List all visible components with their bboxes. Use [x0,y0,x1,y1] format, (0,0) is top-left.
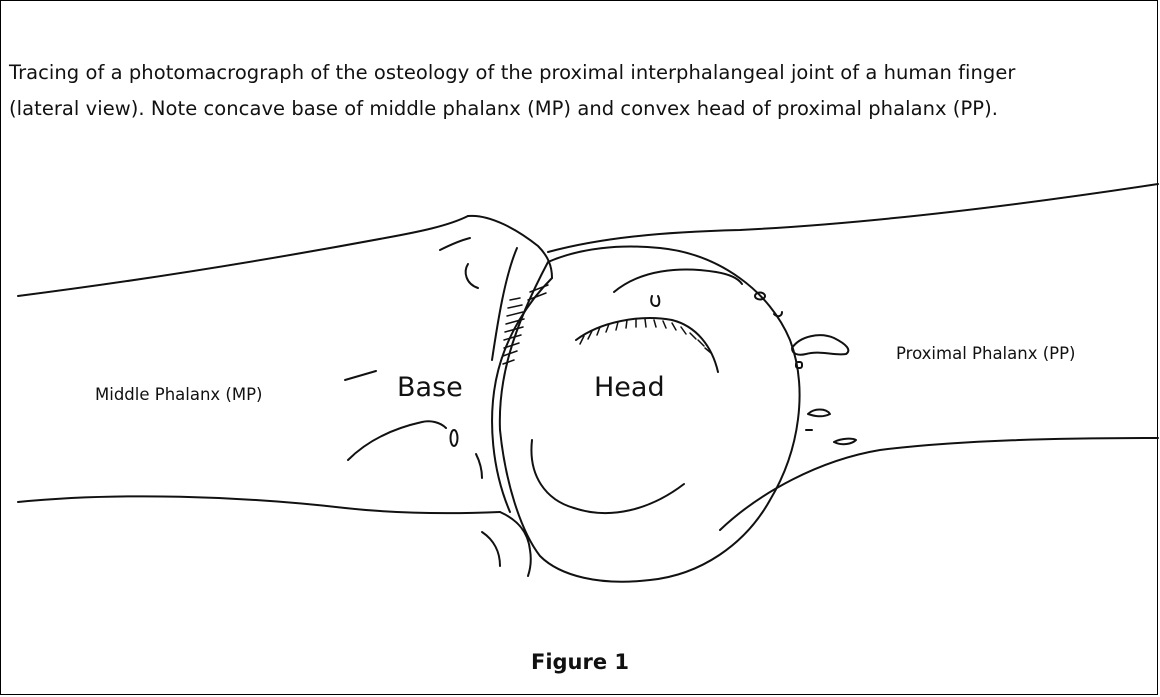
pp-tubercle [792,335,848,355]
head-inner-curve [531,440,684,513]
figure-title: Figure 1 [0,650,1160,674]
mp-mark-lower [476,454,482,478]
head-articular-arc [576,318,718,372]
mp-mark-bottom [482,532,500,566]
pp-mark-1 [808,410,830,417]
base-label: Base [397,372,463,403]
mp-notch-upper [466,264,478,288]
mp-arc-lower [348,421,446,460]
mp-line-upper [440,238,470,250]
head-hatching [580,319,711,353]
middle-phalanx-label: Middle Phalanx (MP) [95,385,263,404]
proximal-phalanx-top-edge [548,184,1158,252]
proximal-phalanx-bottom-edge [720,438,1158,530]
mp-line-left [345,371,376,380]
head-small-mark [651,296,659,306]
middle-phalanx-base-lower [500,512,531,576]
middle-phalanx-bottom-edge [18,496,500,513]
middle-phalanx-top-edge [18,216,468,296]
proximal-phalanx-label: Proximal Phalanx (PP) [896,344,1076,363]
pp-pit-3 [796,362,802,368]
head-label: Head [594,372,665,403]
pp-mark-3 [834,439,856,444]
mp-foramen [451,430,458,446]
head-top-curve [614,269,742,292]
